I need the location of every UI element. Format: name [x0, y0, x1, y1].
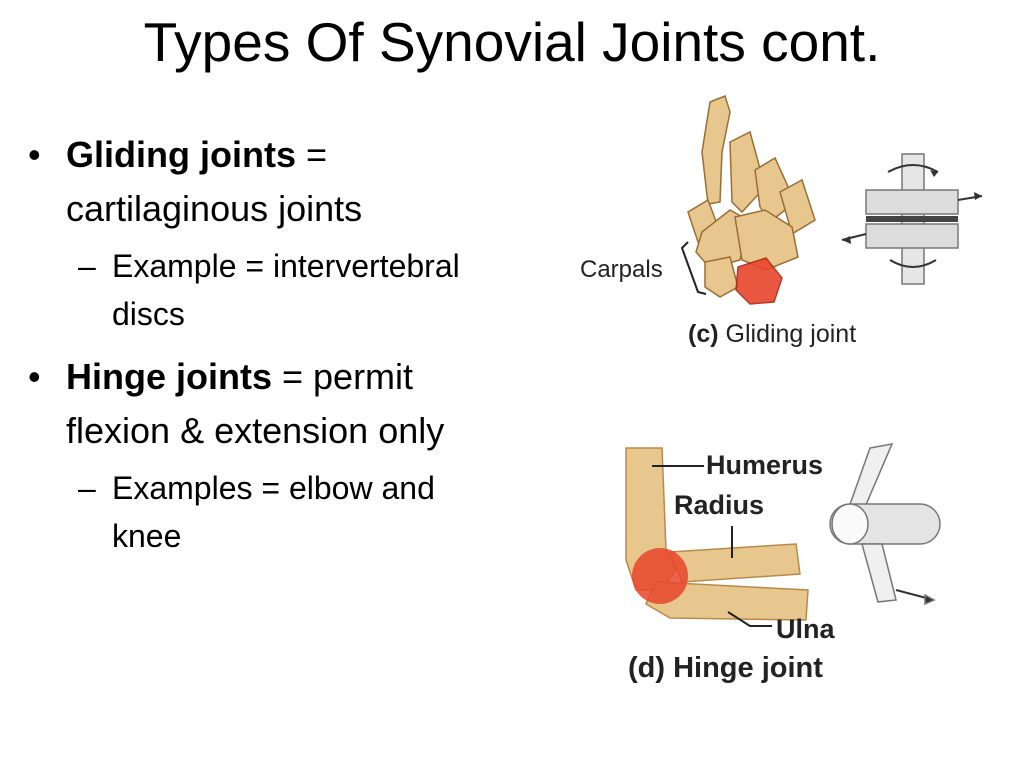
ulna-label: Ulna	[776, 614, 835, 644]
hinge-caption: (d) Hinge joint	[628, 652, 823, 684]
hinge-definition: = permit flexion & extension only	[66, 356, 445, 451]
bullet-list: • Gliding joints = cartilaginous joints …	[26, 128, 466, 560]
carpals-bracket	[680, 241, 707, 295]
gliding-model-drawing	[841, 153, 983, 285]
bullet-marker: •	[28, 134, 41, 175]
hinge-example: Examples = elbow and knee	[112, 470, 435, 554]
gliding-example: Example = intervertebral discs	[112, 248, 460, 332]
slide-title: Types Of Synovial Joints cont.	[143, 11, 881, 73]
bullet-gliding: • Gliding joints = cartilaginous joints	[26, 128, 466, 236]
humerus-label: Humerus	[706, 450, 824, 480]
hinge-model-drawing	[829, 443, 941, 606]
hinge-joint-figure: Humerus Radius Ulna (d) Hinge joint	[600, 440, 960, 690]
hinge-term: Hinge joints	[66, 356, 272, 397]
hand-bones-drawing	[687, 95, 816, 298]
bullet-marker: •	[28, 356, 41, 397]
dash-marker: –	[78, 470, 96, 506]
leader-lines	[652, 465, 772, 627]
gliding-term: Gliding joints	[66, 134, 296, 175]
gliding-caption-letter: (c)	[688, 320, 719, 348]
highlighted-carpal	[735, 257, 783, 305]
dash-marker: –	[78, 248, 96, 284]
highlighted-joint	[632, 548, 688, 604]
gliding-caption-text: Gliding joint	[725, 320, 857, 348]
radius-label: Radius	[674, 490, 765, 520]
sub-bullet-gliding: – Example = intervertebral discs	[26, 242, 466, 338]
bullet-hinge: • Hinge joints = permit flexion & extens…	[26, 350, 466, 458]
gliding-joint-illustration	[680, 95, 983, 305]
hinge-joint-illustration	[625, 443, 941, 627]
sub-bullet-hinge: – Examples = elbow and knee	[26, 464, 466, 560]
carpals-label: Carpals	[580, 256, 663, 283]
gliding-joint-figure: Carpals (c) Gliding joint	[570, 92, 990, 362]
gliding-definition: = cartilaginous joints	[66, 134, 363, 229]
gliding-caption: (c) Gliding joint	[688, 320, 856, 349]
